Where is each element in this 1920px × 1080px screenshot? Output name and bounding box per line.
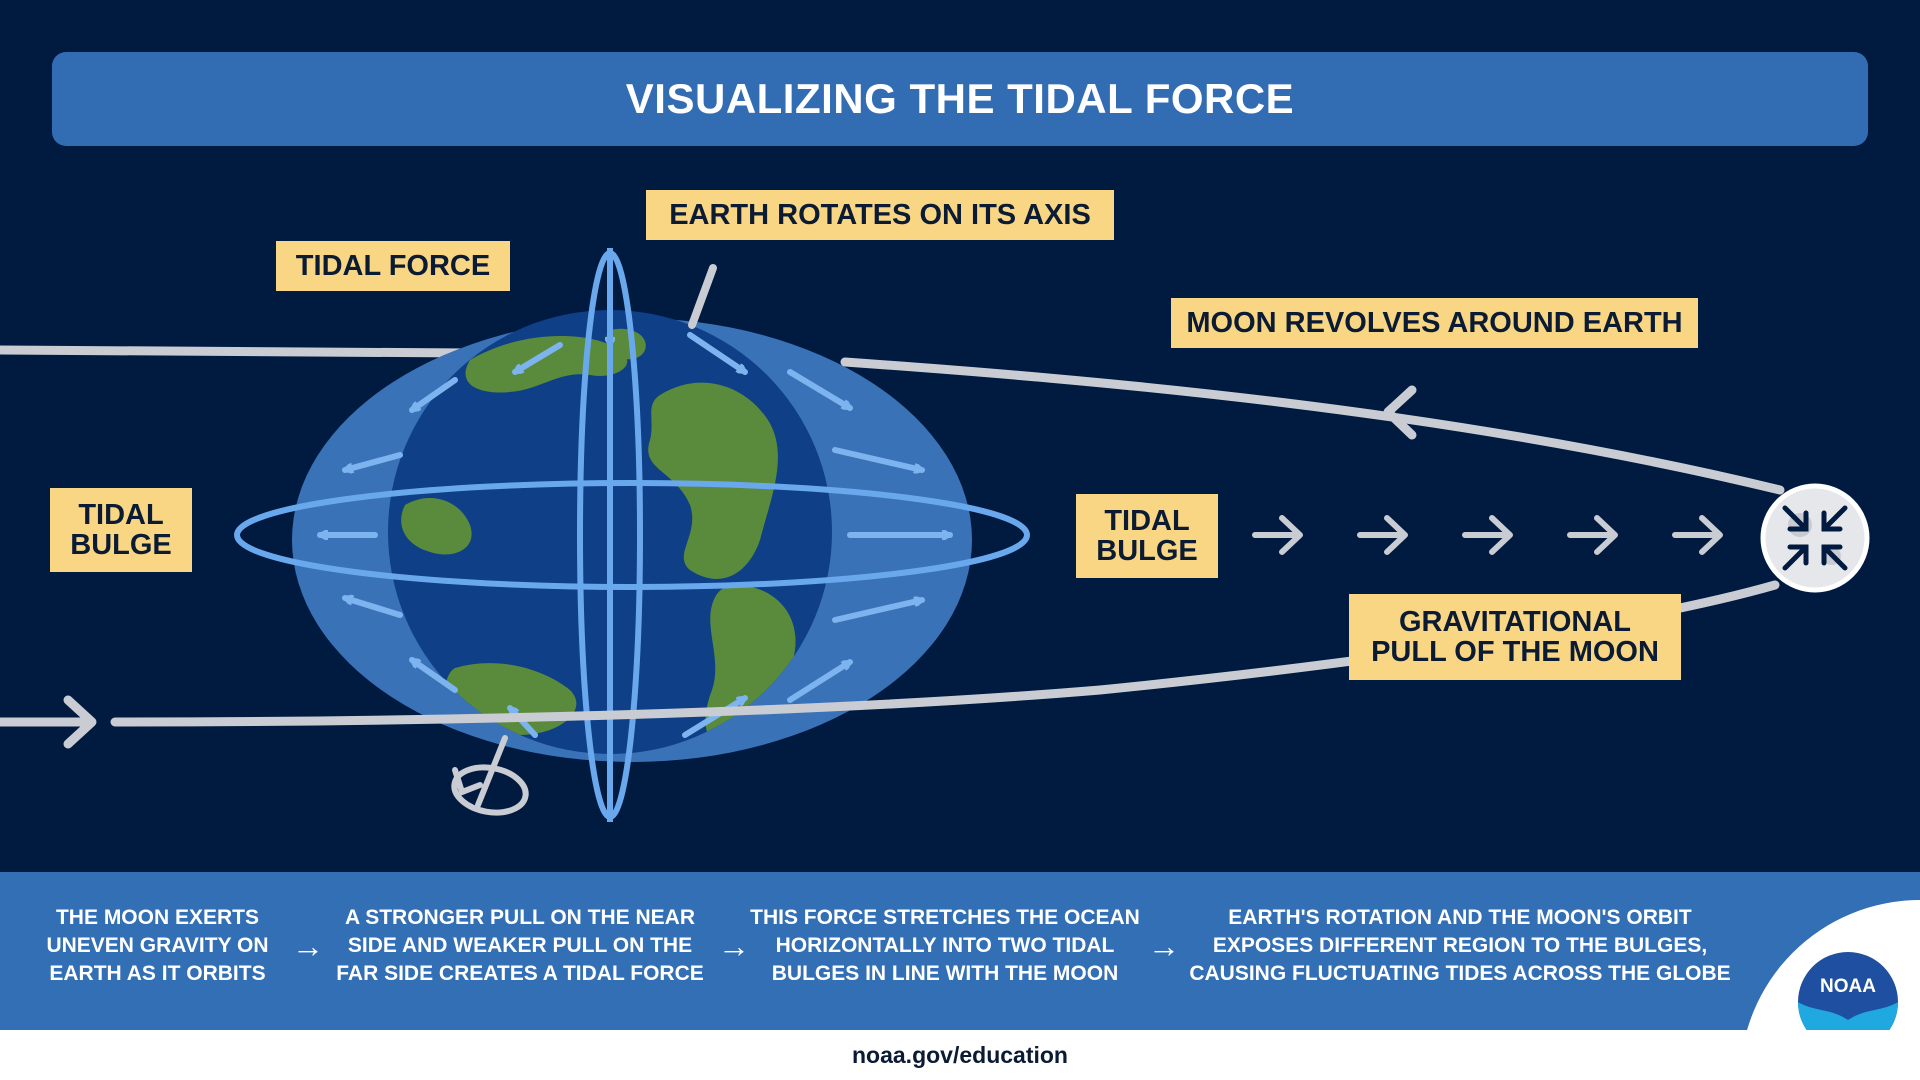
- step-4: EARTH'S ROTATION AND THE MOON'S ORBIT EX…: [1189, 906, 1731, 985]
- orbit-path-top: [840, 357, 1785, 495]
- tidal-force-arrows: [317, 319, 953, 738]
- label-tidal-force: TIDAL FORCE: [276, 241, 510, 291]
- land-australia: [401, 497, 472, 555]
- step-arrow-3: →: [1148, 928, 1180, 964]
- tidal-diagram: [0, 248, 1870, 822]
- steps-band: [0, 872, 1920, 1030]
- land-south-america: [705, 585, 796, 742]
- step-3: THIS FORCE STRETCHES THE OCEAN HORIZONTA…: [750, 906, 1140, 985]
- noaa-logo-text: NOAA: [1820, 976, 1876, 997]
- rotation-arrow-icon: [451, 735, 529, 816]
- label-moon-revolves: MOON REVOLVES AROUND EARTH: [1171, 298, 1698, 348]
- rotation-pointer: [688, 264, 717, 329]
- orbit-arrow-head: [1383, 385, 1417, 440]
- orbit-path-back: [0, 345, 475, 358]
- orbit-arrow-left: [63, 695, 97, 749]
- moon-icon: [1760, 483, 1870, 593]
- step-arrow-2: →: [718, 928, 750, 964]
- step-arrow-1: →: [292, 928, 324, 964]
- footer-url[interactable]: noaa.gov/education: [852, 1041, 1068, 1068]
- label-tidal-bulge-right: TIDAL BULGE: [1076, 494, 1218, 578]
- footer: noaa.gov/education: [0, 1030, 1920, 1080]
- label-tidal-bulge-left: TIDAL BULGE: [50, 488, 192, 572]
- step-2: A STRONGER PULL ON THE NEAR SIDE AND WEA…: [336, 906, 704, 985]
- land-greenland: [606, 328, 646, 360]
- equator-ring: [234, 480, 1030, 590]
- title-bar: VISUALIZING THE TIDAL FORCE: [52, 52, 1868, 146]
- land-north-america: [648, 382, 778, 579]
- step-1: THE MOON EXERTS UNEVEN GRAVITY ON EARTH …: [46, 906, 269, 985]
- label-gravitational-pull: GRAVITATIONAL PULL OF THE MOON: [1349, 594, 1681, 680]
- page-title: VISUALIZING THE TIDAL FORCE: [625, 75, 1295, 122]
- label-earth-rotates: EARTH ROTATES ON ITS AXIS: [646, 190, 1114, 240]
- gravity-arrows: [1252, 515, 1723, 555]
